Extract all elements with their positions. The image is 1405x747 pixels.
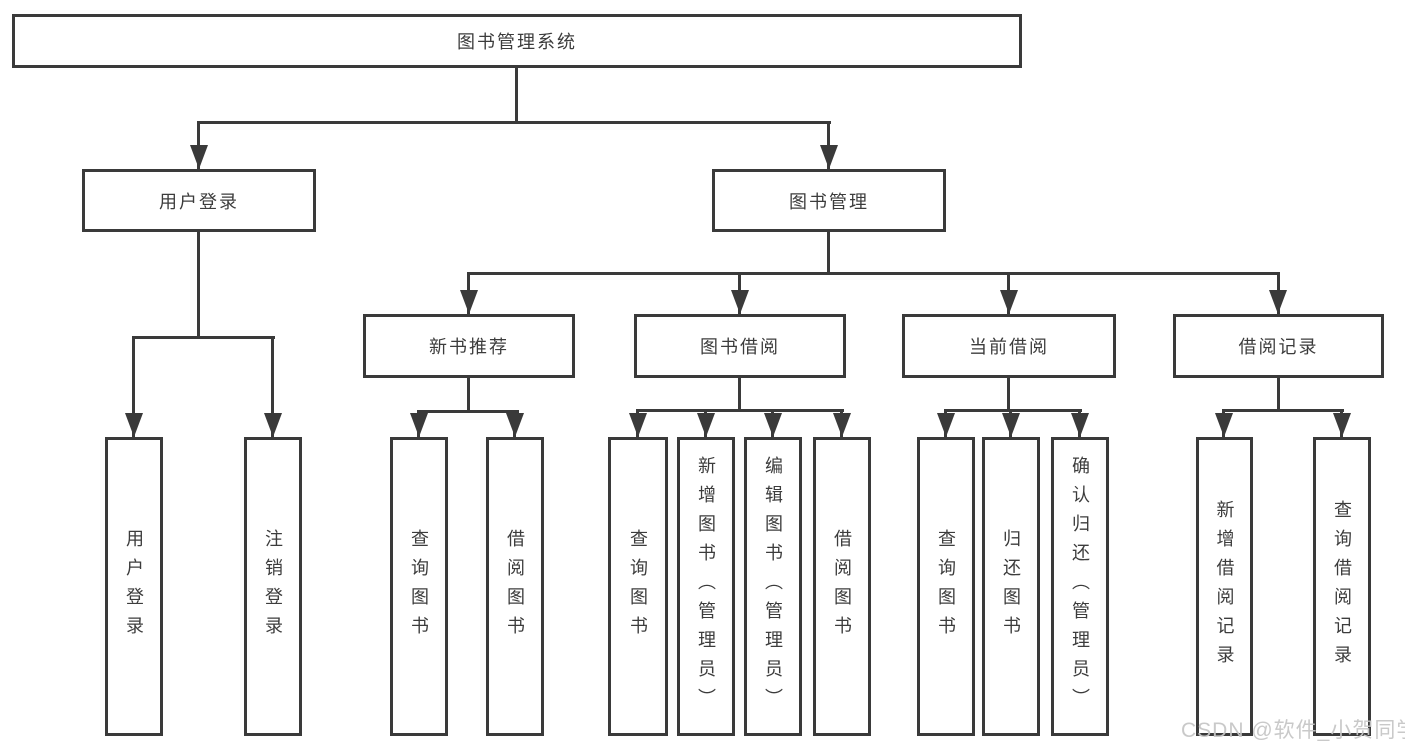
- connector-line: [467, 272, 1280, 275]
- connector-line: [132, 336, 275, 339]
- connector-line: [944, 409, 1082, 412]
- connector-line: [1277, 378, 1280, 412]
- connector-line: [197, 121, 831, 124]
- node-label: 借阅记录: [1238, 337, 1319, 357]
- node-label: 查询图书: [628, 528, 648, 645]
- node-user-login: 用户登录: [82, 169, 316, 232]
- node-label: 图书管理: [789, 191, 869, 212]
- connector-line: [1007, 378, 1010, 412]
- arrow-down-icon: [264, 413, 282, 437]
- arrow-down-icon: [1269, 290, 1287, 314]
- node-label: 确认归还（管理员）: [1070, 456, 1090, 717]
- node-label: 新书推荐: [429, 337, 509, 357]
- arrow-down-icon: [697, 413, 715, 437]
- node-label: 图书管理系统: [457, 32, 577, 52]
- node-label: 借阅图书: [505, 528, 525, 645]
- node-label: 借阅图书: [832, 528, 852, 645]
- arrow-down-icon: [1002, 413, 1020, 437]
- leaf-add-borrow-record: 新增借阅记录: [1196, 437, 1253, 736]
- node-label: 新增借阅记录: [1214, 499, 1235, 674]
- connector-line: [197, 232, 200, 339]
- arrow-down-icon: [731, 290, 749, 314]
- connector-line: [515, 68, 518, 124]
- node-label: 用户登录: [159, 191, 239, 212]
- node-label: 当前借阅: [969, 337, 1049, 357]
- leaf-borrow-books: 借阅图书: [813, 437, 871, 736]
- arrow-down-icon: [937, 413, 955, 437]
- node-label: 编辑图书（管理员）: [763, 456, 783, 717]
- arrow-down-icon: [764, 413, 782, 437]
- leaf-query-books-current: 查询图书: [917, 437, 975, 736]
- connector-line: [636, 409, 844, 412]
- leaf-confirm-return-admin: 确认归还（管理员）: [1051, 437, 1109, 736]
- connector-line: [271, 336, 274, 437]
- node-label: 新增图书（管理员）: [696, 456, 716, 717]
- leaf-edit-books-admin: 编辑图书（管理员）: [744, 437, 802, 736]
- leaf-query-borrow-record: 查询借阅记录: [1313, 437, 1371, 736]
- node-current-borrowing: 当前借阅: [902, 314, 1116, 378]
- connector-line: [417, 410, 519, 413]
- leaf-logout: 注销登录: [244, 437, 302, 736]
- leaf-query-books-recommend: 查询图书: [390, 437, 448, 736]
- node-label: 查询图书: [936, 528, 956, 645]
- connector-line: [738, 378, 741, 412]
- leaf-add-books-admin: 新增图书（管理员）: [677, 437, 735, 736]
- node-book-management: 图书管理: [712, 169, 946, 232]
- arrow-down-icon: [1071, 413, 1089, 437]
- leaf-user-login: 用户登录: [105, 437, 163, 736]
- leaf-query-books-borrowing: 查询图书: [608, 437, 668, 736]
- node-new-book-recommendation: 新书推荐: [363, 314, 575, 378]
- connector-line: [467, 378, 470, 413]
- arrow-down-icon: [820, 145, 838, 169]
- leaf-return-books: 归还图书: [982, 437, 1040, 736]
- csdn-watermark: CSDN @软件_小贺同学: [1181, 719, 1405, 742]
- arrow-down-icon: [1215, 413, 1233, 437]
- connector-line: [1222, 409, 1344, 412]
- arrow-down-icon: [506, 413, 524, 437]
- node-label: 查询图书: [409, 528, 429, 645]
- node-label: 注销登录: [263, 528, 283, 645]
- leaf-borrow-books-recommend: 借阅图书: [486, 437, 544, 736]
- node-library-management-system: 图书管理系统: [12, 14, 1022, 68]
- node-label: 用户登录: [124, 528, 144, 645]
- node-label: 归还图书: [1001, 528, 1021, 645]
- node-book-borrowing: 图书借阅: [634, 314, 846, 378]
- node-borrowing-records: 借阅记录: [1173, 314, 1384, 378]
- arrow-down-icon: [1333, 413, 1351, 437]
- arrow-down-icon: [833, 413, 851, 437]
- arrow-down-icon: [190, 145, 208, 169]
- arrow-down-icon: [629, 413, 647, 437]
- arrow-down-icon: [1000, 290, 1018, 314]
- arrow-down-icon: [460, 290, 478, 314]
- node-label: 查询借阅记录: [1332, 499, 1352, 674]
- arrow-down-icon: [410, 413, 428, 437]
- arrow-down-icon: [125, 413, 143, 437]
- connector-line: [827, 232, 830, 275]
- node-label: 图书借阅: [700, 337, 780, 357]
- connector-line: [132, 336, 135, 437]
